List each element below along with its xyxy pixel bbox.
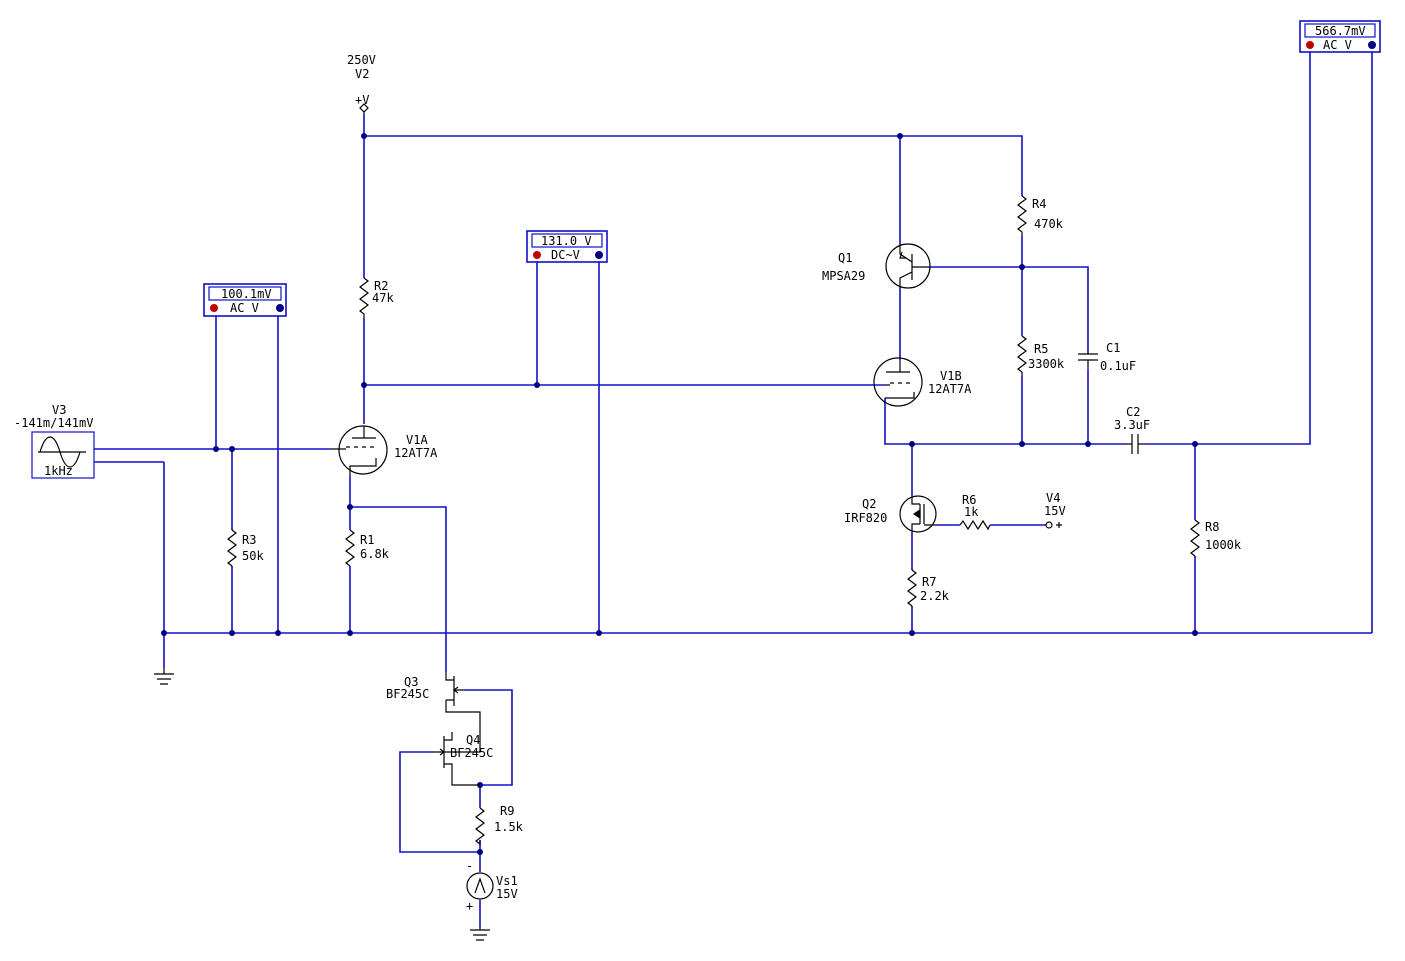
triode-v1b[interactable]: V1B 12AT7A — [873, 357, 972, 407]
r2-name: R2 — [374, 279, 388, 293]
source-vs1[interactable]: - + Vs1 15V — [466, 859, 518, 913]
resistor-r7[interactable]: R7 2.2k — [907, 569, 950, 607]
r8-value: 1000k — [1205, 538, 1242, 552]
triode-v1a[interactable]: V1A 12AT7A — [330, 425, 438, 476]
supply-v2[interactable]: 250V V2 +V — [347, 53, 376, 114]
q1-name: Q1 — [838, 251, 852, 265]
source-frequency: 1kHz — [44, 464, 73, 478]
q3-name: Q3 — [404, 675, 418, 689]
r2-value: 47k — [372, 291, 394, 305]
minus-terminal-icon — [595, 251, 603, 259]
supply-name: V2 — [355, 67, 369, 81]
q4-name: Q4 — [466, 733, 480, 747]
r3-value: 50k — [242, 549, 264, 563]
c1-value: 0.1uF — [1100, 359, 1136, 373]
q4-value: BF245C — [450, 746, 493, 760]
meter-mode: DC~V — [551, 248, 580, 262]
v1b-name: V1B — [940, 369, 962, 383]
vs1-value: 15V — [496, 887, 518, 901]
vs1-minus-sign: - — [466, 859, 473, 873]
signal-source-v3[interactable]: V3 -141m/141mV 1kHz — [14, 403, 95, 479]
r6-name: R6 — [962, 493, 976, 507]
v1a-value: 12AT7A — [394, 446, 438, 460]
supply-terminal: +V — [355, 93, 369, 107]
r4-value: 470k — [1034, 217, 1064, 231]
c2-name: C2 — [1126, 405, 1140, 419]
r9-name: R9 — [500, 804, 514, 818]
r9-value: 1.5k — [494, 820, 524, 834]
transistor-q4[interactable]: Q4 BF245C — [432, 732, 493, 786]
transistor-q1[interactable]: Q1 MPSA29 — [822, 243, 931, 289]
meter-reading: 566.7mV — [1315, 24, 1366, 38]
resistor-r1[interactable]: R1 6.8k — [345, 529, 390, 567]
c1-name: C1 — [1106, 341, 1120, 355]
wires — [94, 52, 1373, 928]
v4-value: 15V — [1044, 504, 1066, 518]
supply-value: 250V — [347, 53, 376, 67]
source-v4[interactable]: V4 15V — [1044, 491, 1066, 529]
v1b-value: 12AT7A — [928, 382, 972, 396]
q1-value: MPSA29 — [822, 269, 865, 283]
meter-reading: 100.1mV — [221, 287, 272, 301]
v4-name: V4 — [1046, 491, 1060, 505]
r4-name: R4 — [1032, 197, 1046, 211]
meter-dc-plate[interactable]: 131.0 V DC~V — [526, 230, 608, 263]
resistor-r6[interactable]: R6 1k — [959, 493, 991, 531]
c2-value: 3.3uF — [1114, 418, 1150, 432]
source-name: V3 — [52, 403, 66, 417]
meter-reading: 131.0 V — [541, 234, 592, 248]
r5-value: 3300k — [1028, 357, 1065, 371]
vs1-plus-sign: + — [466, 899, 473, 913]
plus-terminal-icon — [533, 251, 541, 259]
plus-terminal-icon — [210, 304, 218, 312]
resistor-r9[interactable]: R9 1.5k — [475, 804, 524, 846]
resistor-r5[interactable]: R5 3300k — [1017, 335, 1065, 376]
meter-mode: AC V — [1323, 38, 1352, 52]
vs1-name: Vs1 — [496, 874, 518, 888]
r8-name: R8 — [1205, 520, 1219, 534]
resistor-r3[interactable]: R3 50k — [227, 529, 264, 567]
resistor-r8[interactable]: R8 1000k — [1190, 519, 1242, 557]
junction-dots — [161, 133, 1198, 855]
r6-value: 1k — [964, 505, 979, 519]
v1a-name: V1A — [406, 433, 428, 447]
plus-terminal-icon — [1306, 41, 1314, 49]
capacitor-c1[interactable]: C1 0.1uF — [1078, 341, 1136, 373]
ground-icon — [154, 668, 174, 685]
minus-terminal-icon — [276, 304, 284, 312]
ground-icon — [470, 928, 490, 941]
source-value: -141m/141mV — [14, 416, 93, 430]
q2-value: IRF820 — [844, 511, 887, 525]
resistor-r4[interactable]: R4 470k — [1017, 195, 1064, 236]
r3-name: R3 — [242, 533, 256, 547]
transistor-q3[interactable]: Q3 BF245C — [386, 672, 481, 753]
q2-name: Q2 — [862, 497, 876, 511]
meter-ac-output[interactable]: 566.7mV AC V — [1299, 20, 1381, 53]
meter-ac-input[interactable]: 100.1mV AC V — [203, 283, 287, 317]
r7-name: R7 — [922, 575, 936, 589]
resistor-r2[interactable]: R2 47k — [359, 277, 394, 318]
q3-value: BF245C — [386, 687, 429, 701]
minus-terminal-icon — [1368, 41, 1376, 49]
r7-value: 2.2k — [920, 589, 950, 603]
meter-mode: AC V — [230, 301, 259, 315]
r5-name: R5 — [1034, 342, 1048, 356]
r1-name: R1 — [360, 533, 374, 547]
transistor-q2[interactable]: Q2 IRF820 — [844, 495, 937, 533]
capacitor-c2[interactable]: C2 3.3uF — [1114, 405, 1150, 454]
r1-value: 6.8k — [360, 547, 390, 561]
